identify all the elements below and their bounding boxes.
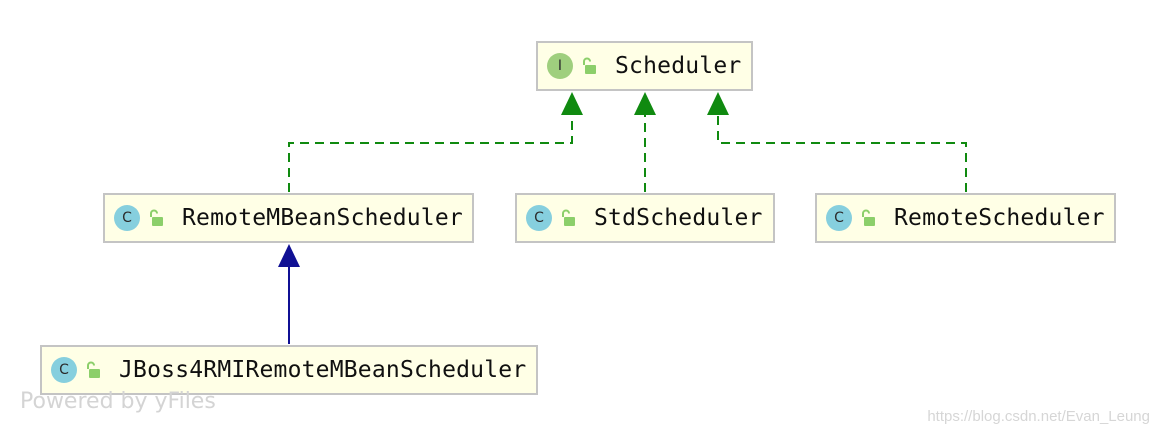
class-icon: C — [51, 357, 77, 383]
node-label: JBoss4RMIRemoteMBeanScheduler — [119, 357, 527, 383]
source-url-watermark: https://blog.csdn.net/Evan_Leung — [927, 408, 1150, 425]
class-icon: C — [526, 205, 552, 231]
node-label: StdScheduler — [594, 205, 763, 231]
unlocked-padlock-icon — [87, 361, 100, 378]
node-label: Scheduler — [615, 53, 742, 79]
edge-jboss4rmiremotembeanscheduler-extends-remotembeanscheduler — [278, 244, 300, 344]
class-icon: C — [114, 205, 140, 231]
unlocked-padlock-icon — [583, 57, 596, 74]
edge-remotembeanscheduler-implements-scheduler — [288, 92, 583, 192]
unlocked-padlock-icon — [562, 209, 575, 226]
node-std-scheduler[interactable]: C StdScheduler — [515, 193, 775, 243]
edge-stdscheduler-implements-scheduler — [634, 92, 656, 192]
yfiles-watermark: Powered by yFiles — [20, 389, 216, 414]
interface-icon: I — [547, 53, 573, 79]
node-remote-scheduler[interactable]: C RemoteScheduler — [815, 193, 1116, 243]
node-jboss4-rmi-remote-mbean-scheduler[interactable]: C JBoss4RMIRemoteMBeanScheduler — [40, 345, 538, 395]
node-label: RemoteScheduler — [894, 205, 1105, 231]
node-scheduler[interactable]: I Scheduler — [536, 41, 753, 91]
edge-remotescheduler-implements-scheduler — [707, 92, 967, 192]
unlocked-padlock-icon — [862, 209, 875, 226]
unlocked-padlock-icon — [150, 209, 163, 226]
class-icon: C — [826, 205, 852, 231]
node-remote-mbean-scheduler[interactable]: C RemoteMBeanScheduler — [103, 193, 474, 243]
node-label: RemoteMBeanScheduler — [182, 205, 463, 231]
